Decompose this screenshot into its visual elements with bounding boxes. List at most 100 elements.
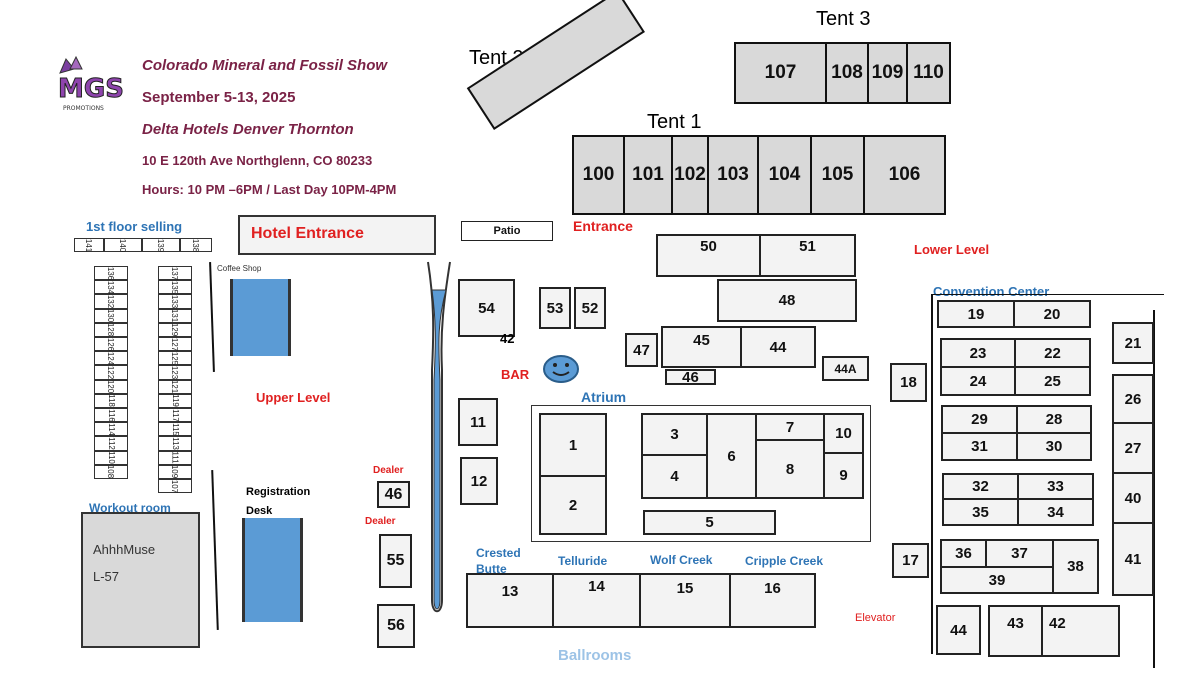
booth-33[interactable]: 33: [1017, 473, 1094, 500]
booth-1[interactable]: 1: [539, 413, 607, 477]
booth-128[interactable]: 128: [94, 322, 128, 337]
booth-20[interactable]: 20: [1013, 300, 1091, 328]
booth-32[interactable]: 32: [942, 473, 1019, 500]
booth-4[interactable]: 4: [641, 454, 708, 499]
booth-100[interactable]: 100: [572, 135, 625, 215]
booth-130[interactable]: 130: [94, 308, 128, 323]
booth-56[interactable]: 56: [377, 604, 415, 648]
booth-2[interactable]: 2: [539, 475, 607, 535]
booth-10[interactable]: 10: [823, 413, 864, 454]
booth-39[interactable]: 39: [940, 566, 1054, 594]
booth-53[interactable]: 53: [539, 287, 571, 329]
booth-11[interactable]: 11: [458, 398, 498, 446]
booth-54[interactable]: 54: [458, 279, 515, 337]
booth-102[interactable]: 102: [671, 135, 709, 215]
booth-139[interactable]: 139: [142, 238, 180, 252]
booth-46-dealer[interactable]: 46: [377, 481, 410, 508]
booth-15[interactable]: 15: [639, 573, 731, 628]
booth-107[interactable]: 107: [734, 42, 827, 104]
booth-110[interactable]: 110: [906, 42, 951, 104]
booth-118[interactable]: 118: [94, 393, 128, 408]
booth-36[interactable]: 36: [940, 539, 987, 568]
booth-104[interactable]: 104: [757, 135, 812, 215]
booth-43[interactable]: 43: [988, 605, 1043, 657]
booth-115[interactable]: 115: [158, 422, 192, 437]
booth-14[interactable]: 14: [552, 573, 641, 628]
booth-44-lower[interactable]: 44: [936, 605, 981, 655]
booth-106[interactable]: 106: [863, 135, 946, 215]
booth-28[interactable]: 28: [1016, 405, 1092, 434]
booth-108[interactable]: 108: [94, 464, 128, 479]
booth-121[interactable]: 121: [158, 379, 192, 394]
booth-27[interactable]: 27: [1112, 422, 1154, 474]
booth-48[interactable]: 48: [717, 279, 857, 322]
booth-22[interactable]: 22: [1014, 338, 1091, 368]
booth-26[interactable]: 26: [1112, 374, 1154, 424]
booth-37[interactable]: 37: [985, 539, 1054, 568]
booth-6[interactable]: 6: [706, 413, 757, 499]
booth-47[interactable]: 47: [625, 333, 658, 367]
booth-116[interactable]: 116: [94, 408, 128, 423]
booth-136[interactable]: 136: [94, 266, 128, 281]
booth-132[interactable]: 132: [94, 294, 128, 309]
booth-25[interactable]: 25: [1014, 366, 1091, 396]
booth-123[interactable]: 123: [158, 365, 192, 380]
booth-141[interactable]: 141: [74, 238, 104, 252]
booth-107[interactable]: 107: [158, 479, 192, 494]
booth-120[interactable]: 120: [94, 379, 128, 394]
booth-133[interactable]: 133: [158, 294, 192, 309]
booth-140[interactable]: 140: [104, 238, 142, 252]
booth-24[interactable]: 24: [940, 366, 1016, 396]
booth-114[interactable]: 114: [94, 422, 128, 437]
booth-23[interactable]: 23: [940, 338, 1016, 368]
booth-45[interactable]: 45: [661, 326, 742, 368]
booth-124[interactable]: 124: [94, 351, 128, 366]
booth-17[interactable]: 17: [892, 543, 929, 578]
booth-127[interactable]: 127: [158, 337, 192, 352]
booth-12[interactable]: 12: [460, 457, 498, 505]
booth-126[interactable]: 126: [94, 337, 128, 352]
booth-5[interactable]: 5: [643, 510, 776, 535]
booth-34[interactable]: 34: [1017, 498, 1094, 526]
booth-112[interactable]: 112: [94, 436, 128, 451]
booth-40[interactable]: 40: [1112, 472, 1154, 524]
booth-42-bar[interactable]: 42: [500, 331, 515, 346]
booth-108[interactable]: 108: [825, 42, 869, 104]
booth-125[interactable]: 125: [158, 351, 192, 366]
booth-7[interactable]: 7: [755, 413, 825, 441]
booth-109[interactable]: 109: [867, 42, 908, 104]
booth-122[interactable]: 122: [94, 365, 128, 380]
booth-46[interactable]: 46: [665, 369, 716, 386]
booth-109[interactable]: 109: [158, 464, 192, 479]
booth-41[interactable]: 41: [1112, 522, 1154, 596]
booth-129[interactable]: 129: [158, 322, 192, 337]
booth-113[interactable]: 113: [158, 436, 192, 451]
booth-3[interactable]: 3: [641, 413, 708, 456]
booth-18[interactable]: 18: [890, 363, 927, 402]
booth-52[interactable]: 52: [574, 287, 606, 329]
booth-51[interactable]: 51: [759, 234, 856, 277]
booth-16[interactable]: 16: [729, 573, 816, 628]
booth-31[interactable]: 31: [941, 432, 1018, 461]
booth-131[interactable]: 131: [158, 308, 192, 323]
booth-103[interactable]: 103: [707, 135, 759, 215]
booth-9[interactable]: 9: [823, 452, 864, 499]
booth-50[interactable]: 50: [656, 234, 761, 277]
booth-8[interactable]: 8: [755, 439, 825, 499]
booth-44a[interactable]: 44A: [822, 356, 869, 381]
booth-30[interactable]: 30: [1016, 432, 1092, 461]
booth-38[interactable]: 38: [1052, 539, 1099, 594]
booth-44[interactable]: 44: [740, 326, 816, 368]
booth-110[interactable]: 110: [94, 450, 128, 465]
booth-19[interactable]: 19: [937, 300, 1015, 328]
booth-137[interactable]: 137: [158, 266, 192, 281]
booth-135[interactable]: 135: [158, 280, 192, 295]
booth-13[interactable]: 13: [466, 573, 554, 628]
booth-42[interactable]: 42: [1041, 605, 1120, 657]
booth-21[interactable]: 21: [1112, 322, 1154, 364]
booth-134[interactable]: 134: [94, 280, 128, 295]
booth-119[interactable]: 119: [158, 393, 192, 408]
booth-55[interactable]: 55: [379, 534, 412, 588]
booth-35[interactable]: 35: [942, 498, 1019, 526]
booth-29[interactable]: 29: [941, 405, 1018, 434]
